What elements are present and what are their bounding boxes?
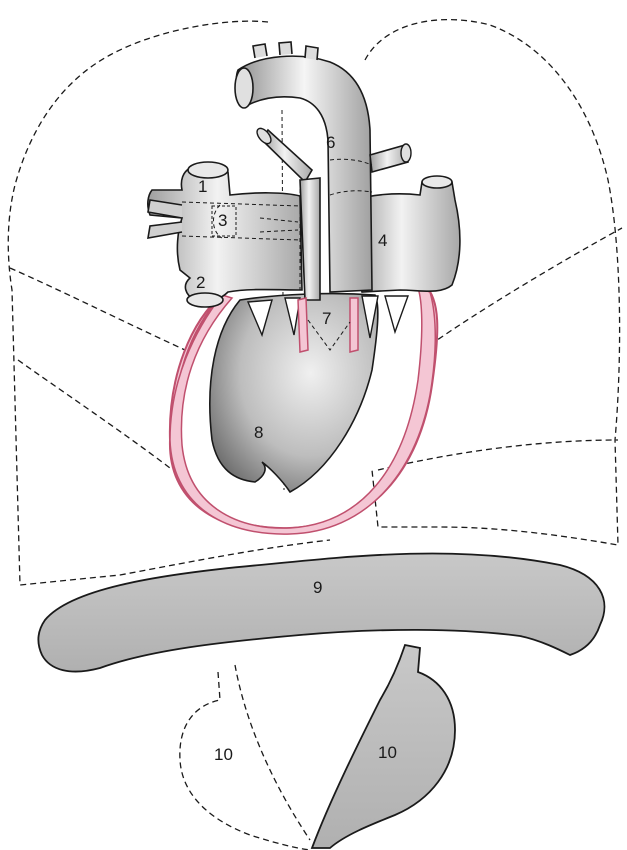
pa-right-opening [401, 144, 411, 162]
label-7: 7 [322, 309, 331, 328]
label-10-right: 10 [378, 743, 397, 762]
label-6: 6 [326, 133, 335, 152]
label-1: 1 [198, 177, 207, 196]
label-3: 3 [218, 211, 227, 230]
valve-leaflet-4 [385, 296, 408, 332]
aortic-arch-opening [235, 68, 253, 108]
label-4: 4 [378, 231, 387, 250]
dashed-vessel-line [235, 665, 310, 840]
inferior-vena-cava-opening [187, 293, 223, 307]
right-lung-fissure-lower [18, 360, 170, 468]
right-lung-fissure-upper [10, 268, 185, 350]
left-atrium-vessel-opening [422, 176, 452, 188]
dashed-organ-outline [180, 672, 310, 850]
liver [38, 553, 604, 671]
label-8: 8 [254, 423, 263, 442]
pulmonary-trunk [300, 178, 320, 300]
pulmonary-veins [148, 200, 182, 238]
label-10-left: 10 [214, 745, 233, 764]
superior-vena-cava-opening [188, 162, 228, 178]
label-9: 9 [313, 578, 322, 597]
label-2: 2 [196, 273, 205, 292]
